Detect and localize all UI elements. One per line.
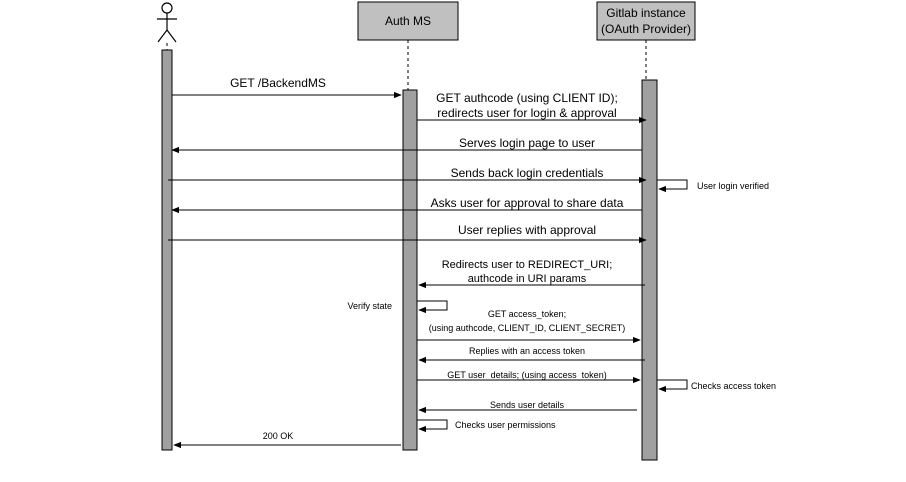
msg-get-authcode: GET authcode (using CLIENT ID); xyxy=(436,91,618,105)
self-arrow-login-verified xyxy=(657,179,688,193)
auth-ms-activation-bar xyxy=(402,89,418,451)
msg-200-ok: 200 OK xyxy=(263,431,294,441)
msg-login-verified: User login verified xyxy=(697,181,769,191)
msg-get-user-details: GET user_details; (using access_token) xyxy=(447,370,606,380)
user-actor-icon xyxy=(157,2,177,43)
gitlab-participant xyxy=(596,1,696,41)
auth-ms-label: Auth MS xyxy=(385,14,431,28)
user-activation-bar xyxy=(161,49,173,451)
msg-redirect-login: redirects user for login & approval xyxy=(437,106,616,120)
msg-send-user-details: Sends user details xyxy=(490,400,565,410)
msg-serves-login: Serves login page to user xyxy=(459,136,595,150)
msg-check-token: Checks access token xyxy=(691,381,776,391)
gitlab-activation-bar xyxy=(641,79,658,461)
msg-check-permissions: Checks user permissions xyxy=(455,420,556,430)
msg-user-approval: User replies with approval xyxy=(458,223,596,237)
self-arrow-check-permissions xyxy=(417,419,448,433)
gitlab-label-line1: Gitlab instance xyxy=(606,6,686,20)
msg-redirect-uri: Redirects user to REDIRECT_URI; xyxy=(442,259,613,271)
msg-access-token-params: (using authcode, CLIENT_ID, CLIENT_SECRE… xyxy=(429,323,626,333)
msg-verify-state: Verify state xyxy=(347,301,392,311)
self-arrow-verify-state xyxy=(417,300,448,314)
msg-get-access-token: GET access_token; xyxy=(488,309,566,319)
self-arrow-check-token xyxy=(657,379,688,393)
auth-ms-participant xyxy=(357,1,459,41)
msg-reply-token: Replies with an access token xyxy=(469,346,585,356)
msg-send-credentials: Sends back login credentials xyxy=(451,166,604,180)
msg-ask-approval: Asks user for approval to share data xyxy=(431,196,624,210)
gitlab-label-line2: (OAuth Provider) xyxy=(601,22,691,36)
msg-authcode-params: authcode in URI params xyxy=(468,273,587,285)
msg-get-backendms: GET /BackendMS xyxy=(230,76,326,90)
